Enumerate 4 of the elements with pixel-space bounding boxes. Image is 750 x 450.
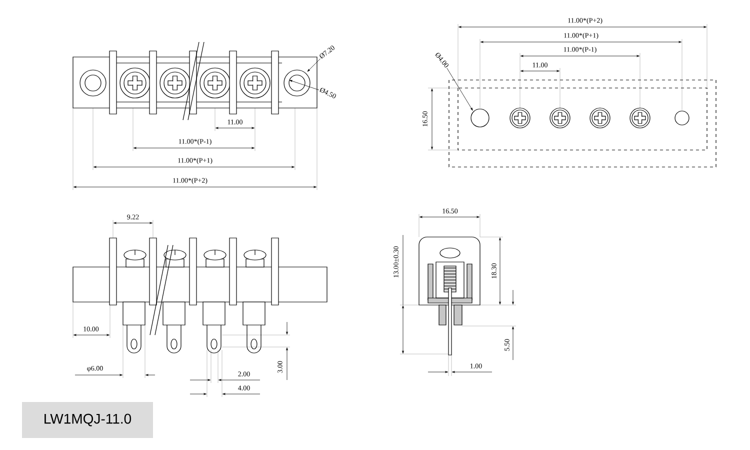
leader-line — [307, 58, 321, 72]
model-label: LW1MQJ-11.0 — [22, 402, 153, 438]
leader-line — [446, 68, 473, 111]
leader-line — [289, 80, 320, 90]
